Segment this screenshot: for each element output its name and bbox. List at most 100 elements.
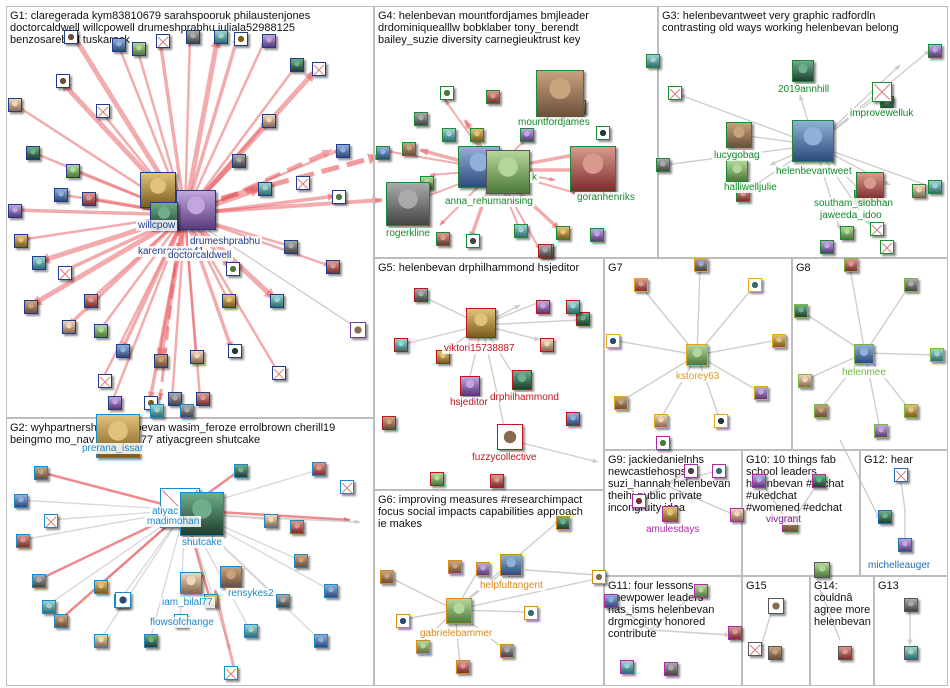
- g10-node-avatar[interactable]: [730, 508, 744, 522]
- node-label-annhill2019[interactable]: 2019annhill: [776, 84, 832, 95]
- g2-node-avatar[interactable]: [264, 514, 278, 528]
- g7-node-avatar[interactable]: [754, 386, 768, 400]
- g1-node-avatar[interactable]: [32, 256, 46, 270]
- node-label-drphilhammond[interactable]: drphilhammond: [488, 392, 561, 403]
- node-label-doctorcaldwell[interactable]: doctorcaldwell: [166, 250, 234, 261]
- g4-node-avatar[interactable]: [486, 90, 500, 104]
- g11-node-avatar[interactable]: [604, 594, 618, 608]
- g1-node-avatar[interactable]: [14, 234, 28, 248]
- rensykes2-avatar[interactable]: [220, 566, 242, 588]
- viktori15738887-avatar[interactable]: [466, 308, 496, 338]
- g1-node-avatar[interactable]: [108, 396, 122, 410]
- g2-node-avatar[interactable]: [94, 580, 108, 594]
- g1-node-avatar[interactable]: [116, 344, 130, 358]
- g2-node-avatar[interactable]: [42, 600, 56, 614]
- node-label-shutcake[interactable]: shutcake: [180, 537, 225, 548]
- g6-node-avatar[interactable]: [556, 516, 570, 530]
- g1-node-avatar[interactable]: [214, 30, 228, 44]
- g7-node-avatar[interactable]: [772, 334, 786, 348]
- g1-node-avatar[interactable]: [8, 98, 22, 112]
- g1-node-avatar[interactable]: [270, 294, 284, 308]
- g1-node-avatar[interactable]: [56, 74, 70, 88]
- g1-node-avatar[interactable]: [326, 260, 340, 274]
- g3-node-avatar[interactable]: [912, 184, 926, 198]
- g4-node-avatar[interactable]: [414, 112, 428, 126]
- g8-node-avatar[interactable]: [814, 404, 828, 418]
- lucygobag-avatar[interactable]: [726, 122, 752, 148]
- hsjeditor-avatar[interactable]: [460, 376, 480, 396]
- g9-node-avatar[interactable]: [656, 436, 670, 450]
- g15-node-avatar[interactable]: [748, 642, 762, 656]
- g7-node-avatar[interactable]: [694, 258, 708, 272]
- fuzzycollective-avatar[interactable]: [497, 424, 523, 450]
- g2-node-avatar[interactable]: [144, 634, 158, 648]
- g1-node-avatar[interactable]: [98, 374, 112, 388]
- g1-node-avatar[interactable]: [350, 322, 366, 338]
- node-label-amulesdays[interactable]: amulesdays: [644, 524, 702, 535]
- g1-node-avatar[interactable]: [156, 34, 170, 48]
- g3-node-avatar[interactable]: [928, 180, 942, 194]
- g1-node-avatar[interactable]: [228, 344, 242, 358]
- g2-node-avatar[interactable]: [294, 554, 308, 568]
- amulesdays-avatar[interactable]: [662, 506, 678, 522]
- g1-node-avatar[interactable]: [84, 294, 98, 308]
- g2-node-avatar[interactable]: [312, 462, 326, 476]
- flowsofchange-avatar[interactable]: [115, 592, 131, 608]
- g1-node-avatar[interactable]: [336, 144, 350, 158]
- g4k-avatar[interactable]: [486, 150, 530, 194]
- node-label-mountfordjames[interactable]: mountfordjames: [516, 117, 592, 128]
- g2-node-avatar[interactable]: [224, 666, 238, 680]
- node-label-rensykes2[interactable]: rensykes2: [226, 588, 276, 599]
- node-label-halliwelljulie[interactable]: halliwelljulie: [722, 182, 779, 193]
- g3-node-avatar[interactable]: [880, 240, 894, 254]
- rogerkline-avatar[interactable]: [386, 182, 430, 226]
- g3-node-avatar[interactable]: [656, 158, 670, 172]
- g5-node-avatar[interactable]: [490, 474, 504, 488]
- g8-node-avatar[interactable]: [904, 404, 918, 418]
- g7-node-avatar[interactable]: [614, 396, 628, 410]
- g4-node-avatar[interactable]: [590, 228, 604, 242]
- g1-node-avatar[interactable]: [112, 38, 126, 52]
- g1-node-avatar[interactable]: [222, 294, 236, 308]
- g4-node-avatar[interactable]: [470, 128, 484, 142]
- node-label-helenbevantweet[interactable]: helenbevantweet: [774, 166, 854, 177]
- g8-node-avatar[interactable]: [798, 374, 812, 388]
- g7-node-avatar[interactable]: [634, 278, 648, 292]
- g5-node-avatar[interactable]: [382, 416, 396, 430]
- g8-node-avatar[interactable]: [794, 304, 808, 318]
- g2-node-avatar[interactable]: [290, 520, 304, 534]
- g1-node-avatar[interactable]: [258, 182, 272, 196]
- g3-node-avatar[interactable]: [668, 86, 682, 100]
- node-label-gabrielebammer[interactable]: gabrielebammer: [418, 628, 495, 639]
- g11-node-avatar[interactable]: [694, 584, 708, 598]
- g2-node-avatar[interactable]: [234, 464, 248, 478]
- g15-node-avatar[interactable]: [768, 646, 782, 660]
- gabrielebammer-avatar[interactable]: [446, 598, 472, 624]
- g2-node-avatar[interactable]: [324, 584, 338, 598]
- g11-node-avatar[interactable]: [664, 662, 678, 676]
- g1-node-avatar[interactable]: [54, 188, 68, 202]
- node-label-anna-rehumanising[interactable]: anna_rehumanising: [443, 196, 535, 207]
- g3-node-avatar[interactable]: [646, 54, 660, 68]
- g2-node-avatar[interactable]: [244, 624, 258, 638]
- g10-node-avatar[interactable]: [752, 474, 766, 488]
- node-label-goranhenriks[interactable]: goranhenriks: [575, 192, 637, 203]
- g3-node-avatar[interactable]: [928, 44, 942, 58]
- node-label-rogerkline[interactable]: rogerkline: [384, 228, 432, 239]
- g9-node-avatar[interactable]: [632, 494, 646, 508]
- g9-node-avatar[interactable]: [712, 464, 726, 478]
- g1-node-avatar[interactable]: [290, 58, 304, 72]
- g1-node-avatar[interactable]: [8, 204, 22, 218]
- g6-node-avatar[interactable]: [416, 640, 430, 654]
- g7-node-avatar[interactable]: [748, 278, 762, 292]
- g12-node-avatar[interactable]: [894, 468, 908, 482]
- g8-node-avatar[interactable]: [844, 258, 858, 272]
- g1-node-avatar[interactable]: [272, 366, 286, 380]
- g11-node-avatar[interactable]: [728, 626, 742, 640]
- node-label-atiyacgreen[interactable]: atiyac: [150, 506, 181, 517]
- g4-node-avatar[interactable]: [436, 232, 450, 246]
- g5-node-avatar[interactable]: [414, 288, 428, 302]
- node-label-lucygobag[interactable]: lucygobag: [712, 150, 762, 161]
- node-label-madimohan[interactable]: madimohan: [145, 516, 202, 527]
- g4-node-avatar[interactable]: [442, 128, 456, 142]
